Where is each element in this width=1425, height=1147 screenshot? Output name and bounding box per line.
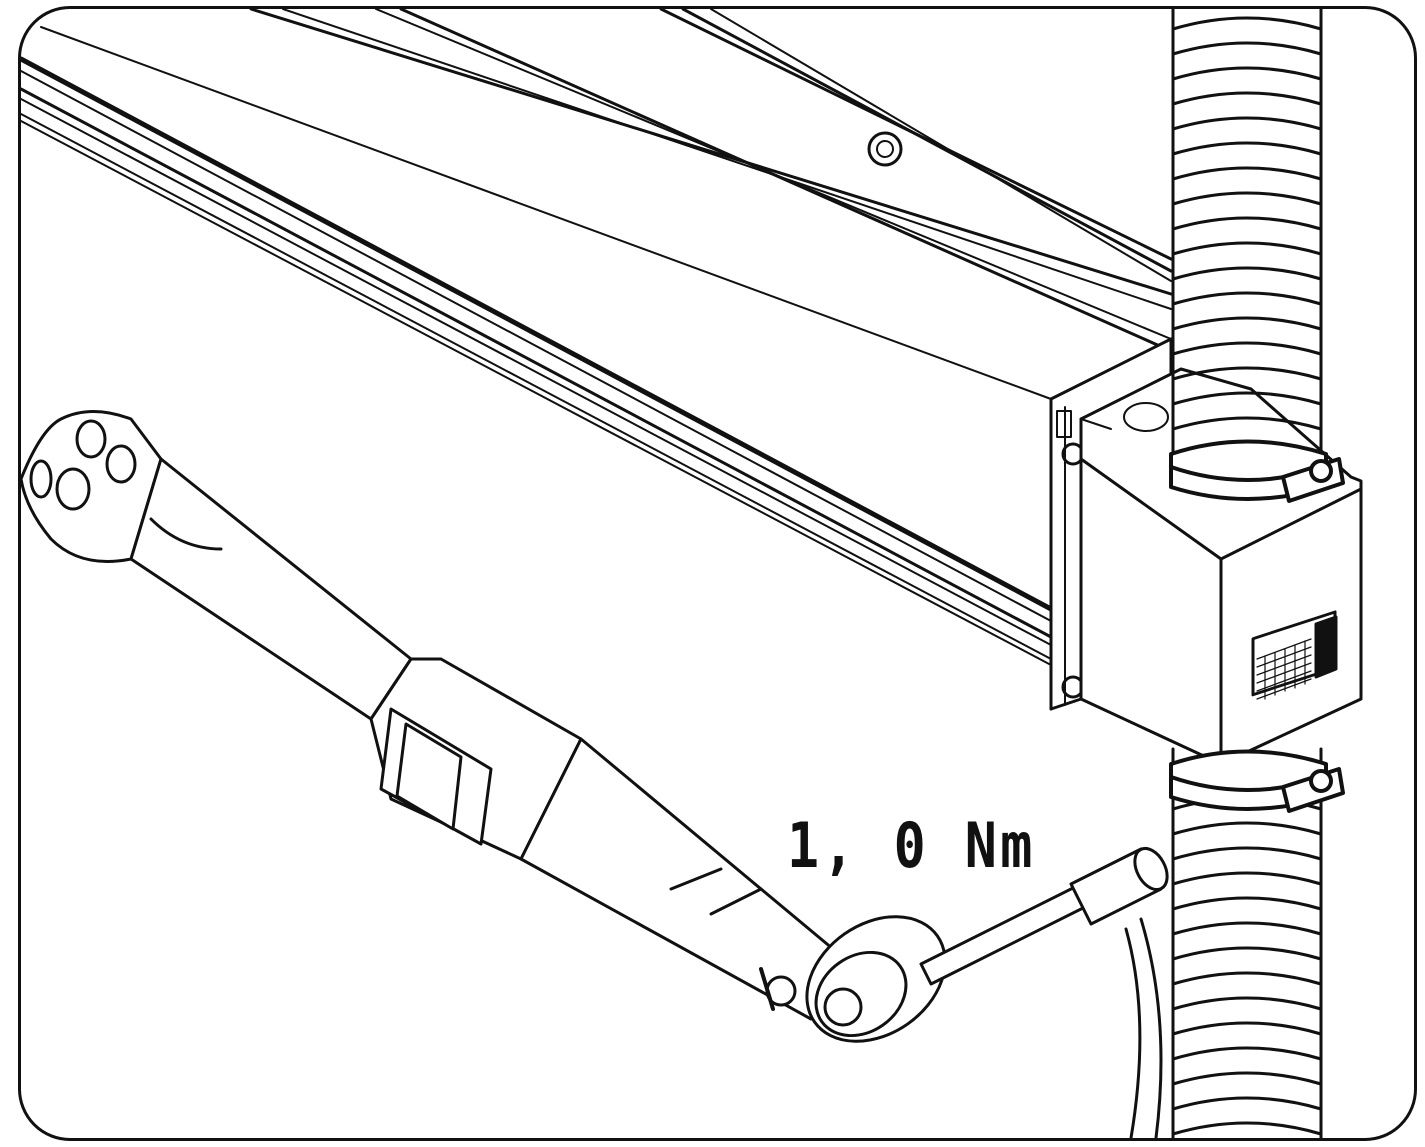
torque-wrench-icon [21, 410, 1169, 1043]
hose-icon [1171, 9, 1323, 1138]
assembly-drawing [21, 9, 1363, 1138]
hose-clamp-icon [1169, 439, 1345, 813]
rotation-arrow-icon [1124, 917, 1163, 1138]
torque-value-label: 1, 0 Nm [787, 809, 1036, 882]
rail-icon [21, 9, 1173, 711]
illustration-frame: 1, 0 Nm [18, 6, 1417, 1141]
rail-screw-icon [867, 131, 903, 167]
